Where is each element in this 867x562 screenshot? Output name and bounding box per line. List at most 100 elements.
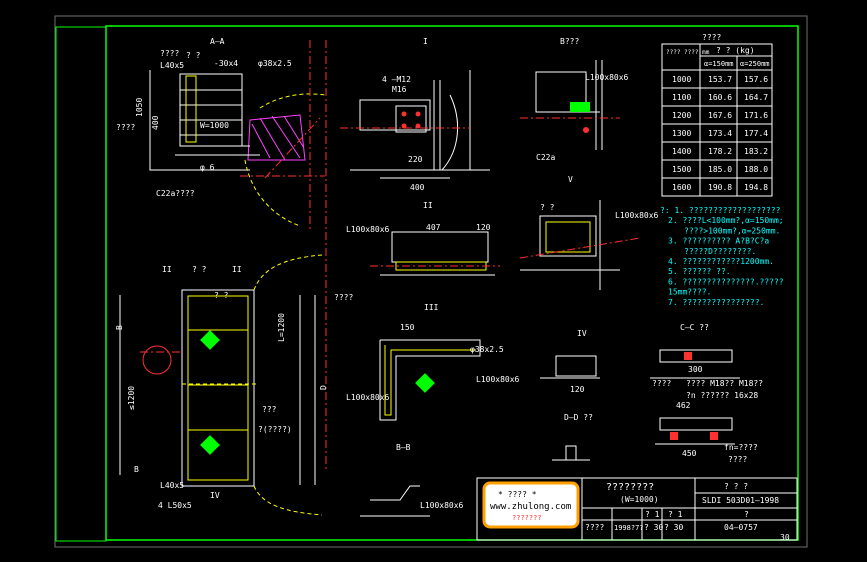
binding-margin [55, 26, 107, 542]
plan-mark-4: IV [210, 491, 220, 500]
weight-table-length-cell: 1500 [672, 165, 691, 174]
annotation-a15: 400 [410, 183, 425, 192]
annotation-a13: M16 [392, 85, 407, 94]
view-cc: C—C ?? 300 ???? M18?? M18?? ?n ?????? 16… [650, 323, 763, 464]
view-cc-title: C—C ?? [680, 323, 709, 332]
view-cc-bolt [684, 352, 692, 360]
view-aa-title: A—A [210, 37, 225, 46]
annotation-a11: φ 6 [200, 163, 215, 172]
annotation-a2: ? ? [186, 51, 201, 60]
annotation-a21b: L100x80x6 [346, 393, 390, 402]
weight-table-header-left: ???? ???? mm [666, 49, 710, 56]
annotation-a12: 4 —M12 [382, 75, 411, 84]
view-1-bolt-plate [395, 105, 427, 133]
weight-table-length-cell: 1300 [672, 129, 691, 138]
view-b-title: B??? [560, 37, 579, 46]
annotation-a16: L100x80x6 [585, 73, 629, 82]
weight-table-weight-cell: 194.8 [744, 183, 768, 192]
plan-mark-2b: II [232, 265, 242, 274]
annotation-a34: D [319, 385, 328, 390]
view-1-plate [359, 99, 431, 131]
plan-frame [181, 289, 255, 487]
note-line: 15mm????. [668, 288, 711, 297]
annotation-a16b: L100x80x6 [476, 375, 520, 384]
aa-post [185, 75, 197, 143]
bolt-4 [415, 123, 421, 129]
annotation-a3: -30x4 [214, 59, 238, 68]
bolt-3 [401, 123, 407, 129]
annotation-a1: ???? [160, 49, 179, 58]
view-2-title: II [423, 201, 433, 210]
weight-table-length-cell: 1600 [672, 183, 691, 192]
view-1-curve [441, 94, 459, 171]
annotation-a21: L100x80x6 [346, 225, 390, 234]
weight-table-length-cell: 1100 [672, 93, 691, 102]
plan-mark-2: II [162, 265, 172, 274]
tb-row3-d: ? 30 [664, 523, 683, 532]
weight-table-frame [661, 43, 773, 197]
view-bb-profile [370, 485, 420, 501]
annotation-a7: 400 [151, 115, 160, 130]
annotation-a25: 462 [676, 401, 691, 410]
annotation-a26: 450 [682, 449, 697, 458]
annotation-a37: fn=???? [724, 443, 758, 452]
view-b-bolt [583, 127, 589, 133]
view-2: II L100x80x6 407 120 [346, 201, 500, 276]
annotation-a5b: L40x5 [160, 481, 184, 490]
annotation-a14: 220 [408, 155, 423, 164]
weight-table-weight-cell: 183.2 [744, 147, 768, 156]
annotation-a39: 4 L50x5 [158, 501, 192, 510]
view-dd-title: D—D ?? [564, 413, 593, 422]
annotation-a35: ???? M18?? M18?? [686, 379, 763, 388]
weight-table-weight-cell: 153.7 [708, 75, 732, 84]
annotation-a21c: L100x80x6 [420, 501, 464, 510]
aa-hatch-region [247, 114, 306, 161]
view-3-title: III [424, 303, 439, 312]
weight-table-col2: α=250mm [740, 60, 770, 68]
weight-table-weight-cell: 167.6 [708, 111, 732, 120]
plan-marker-2 [200, 435, 220, 455]
annotation-a18: 407 [426, 223, 441, 232]
annotation-a22: 120 [570, 385, 585, 394]
view-bb: B—B L100x80x6 [360, 443, 464, 517]
bolt-2 [415, 111, 421, 117]
annotation-a6: 1050 [135, 98, 144, 117]
note-line: ????>100mm?,α=250mm. [684, 226, 780, 235]
annotation-a17: C22a [536, 153, 555, 162]
annotation-a36: ?n ?????? 16x28 [686, 391, 758, 400]
annotation-a38: ???? [728, 455, 747, 464]
annotation-a4: φ38x2.5 [258, 59, 292, 68]
watermark-logo [482, 481, 580, 529]
annotation-a19: 120 [476, 223, 491, 232]
logo-sub: ??????? [512, 514, 542, 522]
note-line: 6. ???????????????.????? [668, 277, 784, 286]
aa-hatch [251, 115, 305, 161]
view-aa: A—A ???? ? ? -30x4 φ38x2.5 L40x5 1050 40… [116, 37, 327, 470]
view-plan: II II ? ? ? ? B D ≤1200 ??? ?(????) L=12… [115, 254, 353, 516]
tb-row3-a: ???? [585, 523, 604, 532]
note-line: 2. ????L<100mm?,α=150mm; [668, 216, 784, 225]
view-1: I 4 —M12 M16 220 400 [340, 37, 490, 192]
view-4-body [555, 355, 597, 377]
annotation-a8: W=1000 [200, 121, 229, 130]
weight-table-length-cell: 1200 [672, 111, 691, 120]
tb-spec: (W=1000) [620, 495, 659, 504]
weight-table: ???? ???? ???? mm ? ? (kg) α=150mm α=250… [661, 33, 773, 197]
aa-swing-arc-2 [244, 159, 301, 227]
view-b-plate [570, 102, 590, 112]
plan-swing-arc-2 [253, 485, 323, 516]
tb-drawing-code: SLDI 503D01—1998 [702, 496, 779, 505]
annotation-a9: ???? [116, 123, 135, 132]
tb-row2-b: ? 1 [668, 510, 683, 519]
view-5-inner [545, 221, 591, 253]
annotation-a28: ? ? [192, 265, 207, 274]
note-line: 3. ?????????? A?B?C?a [668, 237, 769, 246]
view-dd: D—D ?? [552, 413, 593, 461]
aa-dim-line [149, 70, 250, 171]
weight-table-weight-cell: 173.4 [708, 129, 732, 138]
annotation-a31: L=1200 [277, 313, 286, 342]
annotation-a32: ≤1200 [127, 386, 136, 410]
annotation-a24: L100x80x6 [615, 211, 659, 220]
